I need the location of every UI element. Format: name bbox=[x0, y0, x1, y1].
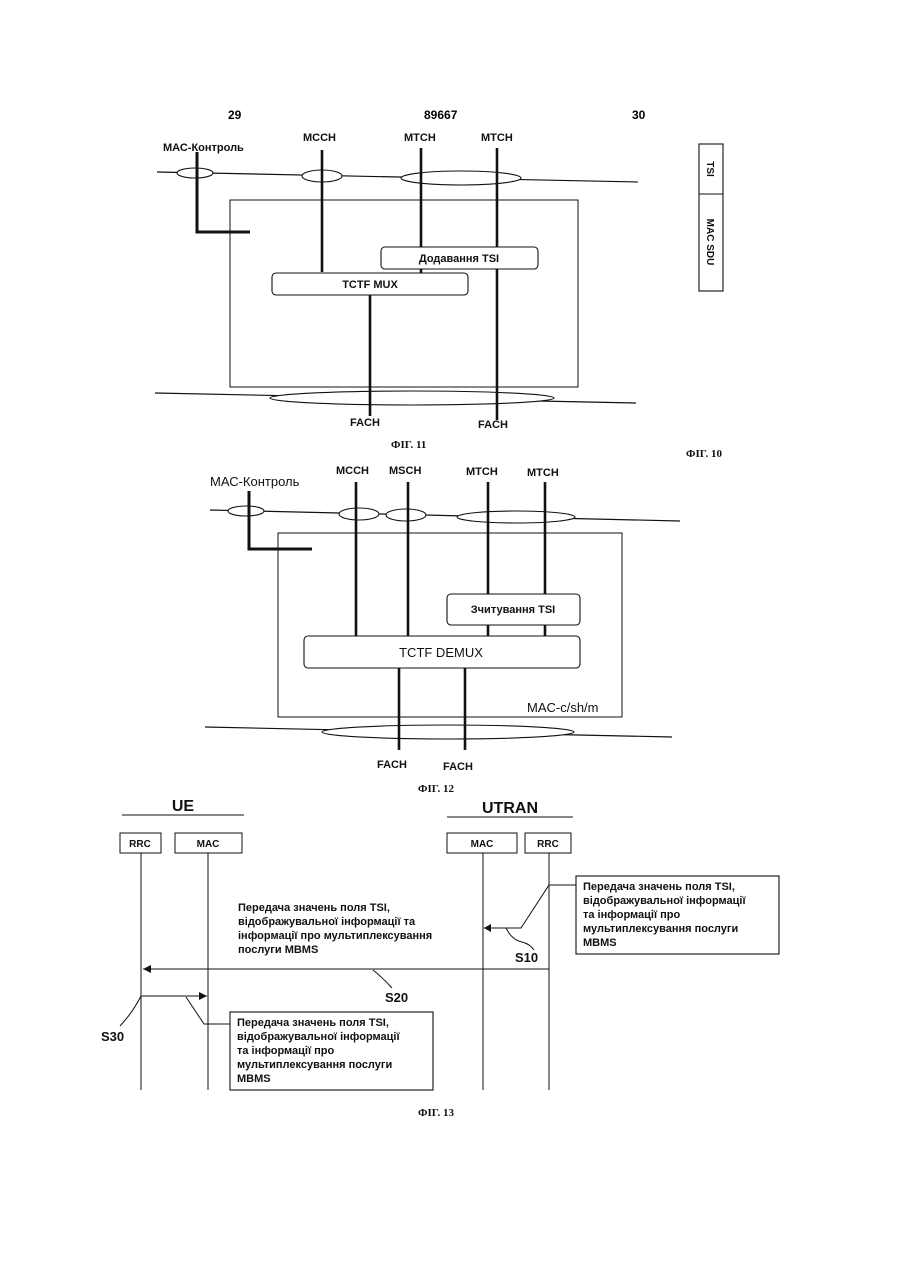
fig12-fach1-label: FACH bbox=[377, 759, 407, 771]
fig13-utran-note-line: MBMS bbox=[583, 937, 617, 949]
fig12-tctf-demux-label: TCTF DEMUX bbox=[399, 645, 483, 660]
fig13-ue-note-line: Передача значень поля TSI, bbox=[237, 1017, 389, 1029]
fig13-ue-note-line: та інформації про bbox=[237, 1045, 334, 1057]
fig12-msch-label: MSCH bbox=[389, 465, 421, 477]
page-number-right: 30 bbox=[632, 108, 646, 122]
fig13-ue-note-line: мультиплексування послуги bbox=[237, 1059, 392, 1071]
fig13-utran-rrc-label: RRC bbox=[537, 839, 559, 850]
fig11-mcch-label: MCCH bbox=[303, 132, 336, 144]
fig13-s20-label: S20 bbox=[385, 990, 408, 1005]
fig11-fach1-label: FACH bbox=[350, 417, 380, 429]
fig12-fach2-label: FACH bbox=[443, 761, 473, 773]
fig10-tsi-field: TSI bbox=[704, 161, 715, 177]
fig10-mac-sdu-field: MAC SDU bbox=[704, 219, 715, 266]
fig11-mac-control-sap bbox=[177, 168, 213, 178]
fig10-caption: ФІГ. 10 bbox=[686, 448, 722, 460]
fig13-ue-rrc-label: RRC bbox=[129, 839, 151, 850]
fig12-mac-control-label: МАС-Контроль bbox=[210, 474, 300, 489]
fig12-read-tsi-label: Зчитування TSI bbox=[471, 604, 555, 616]
fig13-message-text: Передача значень поля TSI, відображуваль… bbox=[238, 902, 435, 956]
fig13-message-line: відображувальної інформації та bbox=[238, 916, 416, 928]
page-number-left: 29 bbox=[228, 108, 242, 122]
fig12-mtch-sap bbox=[457, 511, 575, 523]
fig11-caption: ФІГ. 11 bbox=[391, 439, 426, 451]
fig13-s10-message-arrow bbox=[484, 885, 576, 928]
fig13-ue-mac-label: MAC bbox=[197, 839, 220, 850]
fig13-message-line: інформації про мультиплексування bbox=[238, 930, 432, 942]
fig12-mtch2-label: MTCH bbox=[527, 467, 559, 479]
fig12-fach-sap bbox=[322, 725, 574, 739]
fig13-s10-arrowhead bbox=[484, 924, 491, 932]
fig13-utran-label: UTRAN bbox=[482, 800, 538, 817]
patent-number: 89667 bbox=[424, 108, 458, 122]
fig13-utran-mac-label: MAC bbox=[471, 839, 494, 850]
fig11-fach-sap bbox=[270, 391, 554, 405]
fig12-mcch-label: MCCH bbox=[336, 465, 369, 477]
fig13-utran-note-line: мультиплексування послуги bbox=[583, 923, 738, 935]
fig12-top-channel-line bbox=[210, 510, 680, 521]
fig13-s20-callout bbox=[373, 970, 392, 988]
fig11-fach2-label: FACH bbox=[478, 419, 508, 431]
fig12-caption: ФІГ. 12 bbox=[418, 783, 454, 795]
fig12-msch-sap bbox=[386, 509, 426, 521]
fig13-message-line: послуги MBMS bbox=[238, 944, 318, 956]
fig12-mac-csh-label: MAC-c/sh/m bbox=[527, 700, 599, 715]
fig11-mtch1-label: MTCH bbox=[404, 132, 436, 144]
fig11-mtch-sap bbox=[401, 171, 521, 185]
fig13-ue-label: UE bbox=[172, 798, 195, 815]
fig13-utran-note-line: Передача значень поля TSI, bbox=[583, 881, 735, 893]
fig13-utran-note-line: та інформації про bbox=[583, 909, 680, 921]
fig13-caption: ФІГ. 13 bbox=[418, 1107, 454, 1119]
fig13-ue-note-line: MBMS bbox=[237, 1073, 271, 1085]
fig12-mac-control-path bbox=[249, 491, 312, 549]
fig13-s20-arrowhead bbox=[143, 965, 151, 973]
fig13-s10-callout bbox=[506, 928, 534, 950]
fig12-mtch1-label: MTCH bbox=[466, 466, 498, 478]
fig11-mac-control-path bbox=[197, 152, 250, 232]
fig13-ue-note-line: відображувальної інформації bbox=[237, 1031, 400, 1043]
figure-10: TSI MAC SDU ФІГ. 10 bbox=[686, 144, 723, 460]
fig12-mac-control-sap bbox=[228, 506, 264, 516]
figure-12 bbox=[205, 482, 680, 750]
fig13-s30-label: S30 bbox=[101, 1029, 124, 1044]
page-header: 29 89667 30 bbox=[228, 108, 646, 122]
fig13-message-line: Передача значень поля TSI, bbox=[238, 902, 390, 914]
fig11-add-tsi-label: Додавання TSI bbox=[419, 253, 499, 265]
fig11-mac-control-label: МАС-Контроль bbox=[163, 142, 244, 154]
fig13-s30-arrowhead bbox=[199, 992, 207, 1000]
figure-13 bbox=[120, 815, 779, 1090]
fig11-mtch2-label: MTCH bbox=[481, 132, 513, 144]
fig13-s10-label: S10 bbox=[515, 950, 538, 965]
fig13-s30-callout bbox=[120, 996, 141, 1026]
fig13-utran-note-line: відображувальної інформації bbox=[583, 895, 746, 907]
fig12-mcch-sap bbox=[339, 508, 379, 520]
fig11-top-channel-line bbox=[157, 172, 638, 182]
fig11-tctf-mux-label: TCTF MUX bbox=[342, 279, 398, 291]
